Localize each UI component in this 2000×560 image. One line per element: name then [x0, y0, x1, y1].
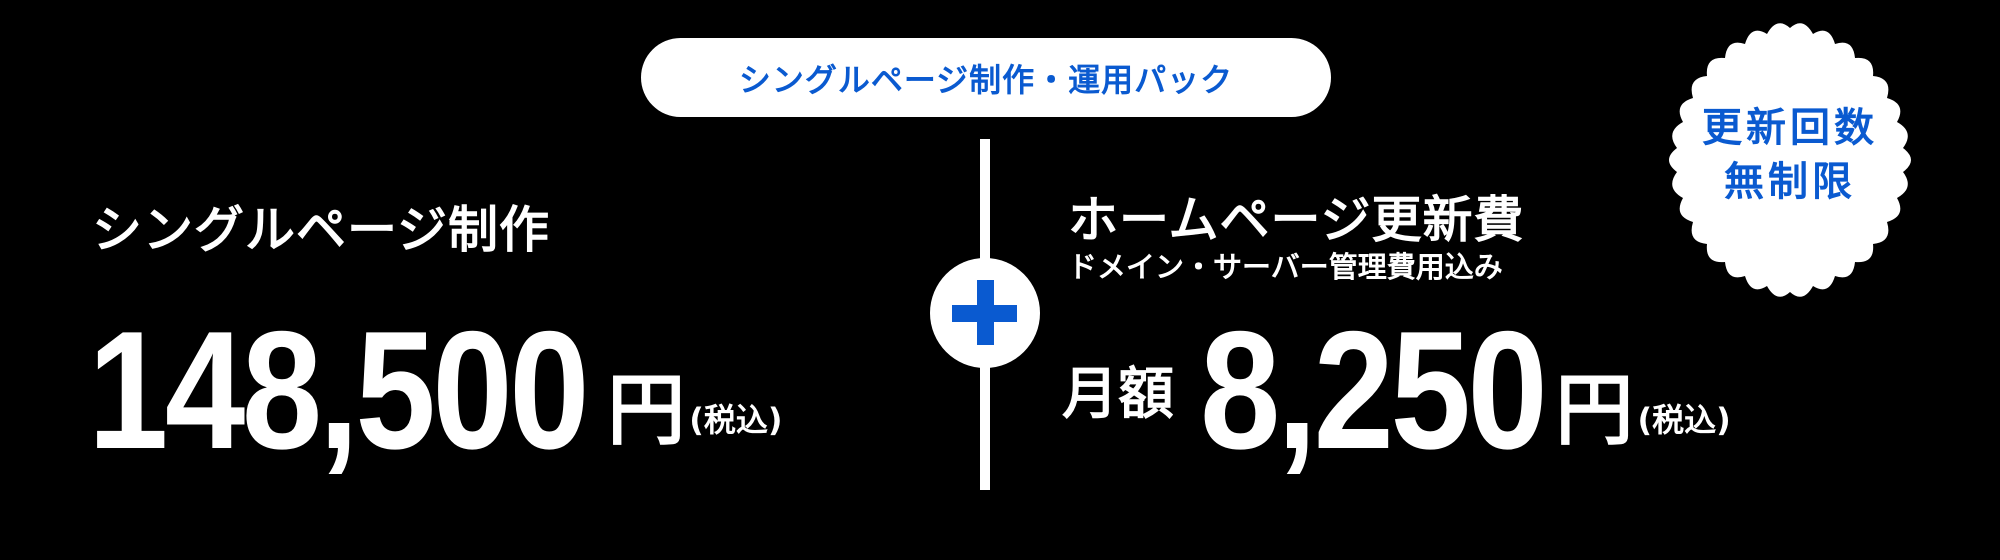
unlimited-updates-badge: 更新回数 無制限	[1645, 10, 1935, 300]
homepage-update-fee-subtitle: ドメイン・サーバー管理費用込み	[1068, 250, 1503, 284]
plan-name: シングルページ制作・運用パック	[738, 60, 1234, 99]
production-price-tax-note: (税込)	[689, 401, 783, 439]
starburst-icon	[1669, 23, 1911, 297]
badge-line-2: 無制限	[1724, 159, 1856, 205]
plan-name-pill: シングルページ制作・運用パック	[641, 38, 1331, 117]
homepage-update-fee-title: ホームページ更新費	[1068, 191, 1525, 249]
monthly-price-currency: 円	[1555, 366, 1634, 456]
production-price-amount: 148,500	[88, 296, 590, 484]
production-price: 148,500 円 (税込)	[88, 296, 783, 484]
monthly-label: 月額	[1062, 362, 1174, 427]
monthly-price: 月額 8,250 円 (税込)	[1062, 296, 1731, 484]
single-page-production-title: シングルページ制作	[92, 201, 550, 259]
production-price-currency: 円	[607, 366, 686, 456]
monthly-price-tax-note: (税込)	[1637, 401, 1731, 439]
badge-line-1: 更新回数	[1702, 105, 1878, 151]
plus-icon	[930, 258, 1040, 368]
monthly-price-amount: 8,250	[1200, 296, 1548, 484]
